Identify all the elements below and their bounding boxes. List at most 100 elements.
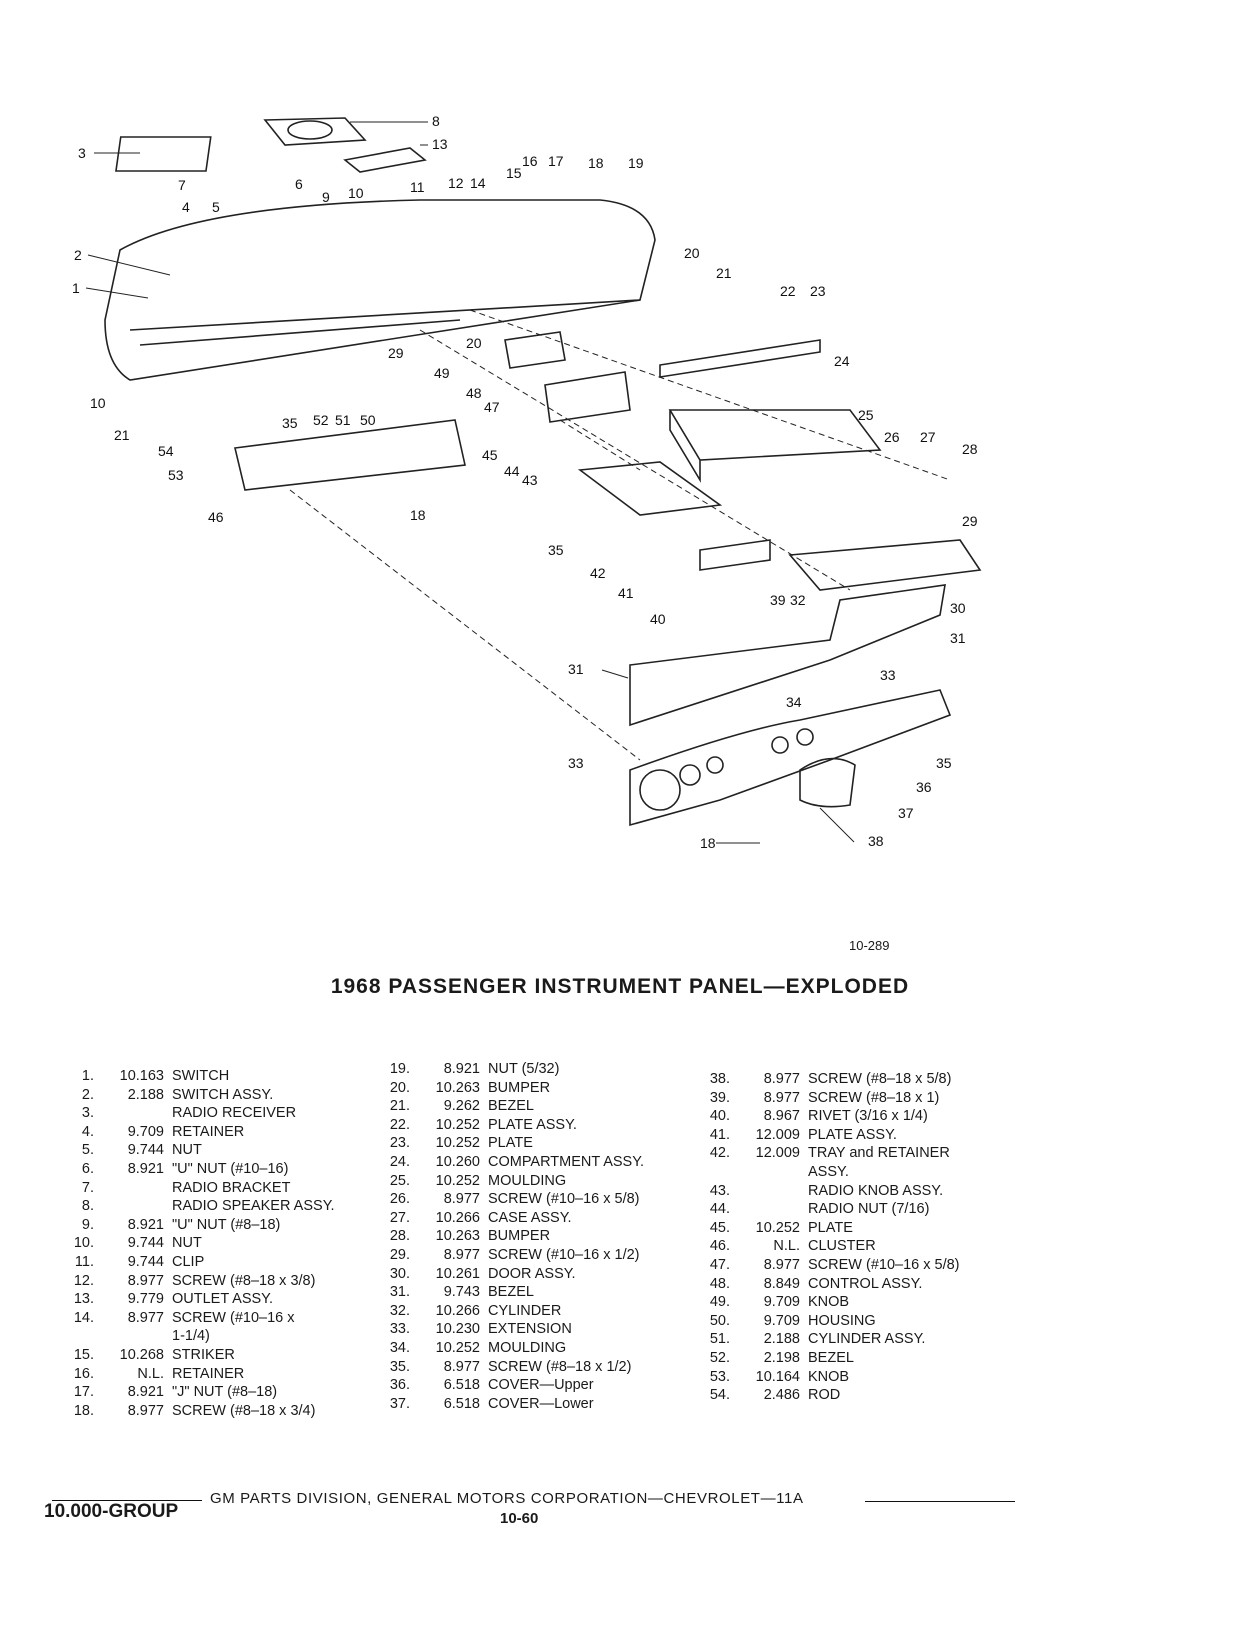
svg-text:23: 23 — [810, 283, 826, 299]
svg-text:42: 42 — [590, 565, 606, 581]
compartment — [668, 409, 882, 483]
door-assy — [788, 539, 982, 591]
svg-text:54: 54 — [158, 443, 174, 459]
svg-text:4: 4 — [182, 199, 190, 215]
svg-text:50: 50 — [360, 412, 376, 428]
svg-text:30: 30 — [950, 600, 966, 616]
footer-text: GM PARTS DIVISION, GENERAL MOTORS CORPOR… — [210, 1490, 804, 1507]
svg-text:48: 48 — [466, 385, 482, 401]
svg-text:21: 21 — [114, 427, 130, 443]
svg-text:16: 16 — [522, 153, 538, 169]
svg-text:53: 53 — [168, 467, 184, 483]
parts-row: 43.RADIO KNOB ASSY. — [709, 1182, 944, 1199]
svg-text:32: 32 — [790, 592, 806, 608]
svg-text:26: 26 — [884, 429, 900, 445]
parts-row: 6.8.921"U" NUT (#10–16) — [81, 1160, 289, 1177]
svg-text:28: 28 — [962, 441, 978, 457]
svg-text:25: 25 — [858, 407, 874, 423]
svg-text:1: 1 — [72, 280, 80, 296]
svg-text:8: 8 — [432, 113, 440, 129]
dash-pad — [104, 199, 656, 381]
parts-row: 44.RADIO NUT (7/16) — [709, 1201, 930, 1218]
svg-text:12: 12 — [448, 175, 464, 191]
svg-text:45: 45 — [482, 447, 498, 463]
svg-text:22: 22 — [780, 283, 796, 299]
svg-text:21: 21 — [716, 265, 732, 281]
svg-text:20: 20 — [684, 245, 700, 261]
svg-text:9: 9 — [322, 189, 330, 205]
parts-row: 7.RADIO BRACKET — [81, 1179, 291, 1196]
svg-text:3: 3 — [78, 145, 86, 161]
svg-text:27: 27 — [920, 429, 936, 445]
svg-text:29: 29 — [388, 345, 404, 361]
svg-text:33: 33 — [880, 667, 896, 683]
svg-text:38: 38 — [868, 833, 884, 849]
svg-text:10: 10 — [90, 395, 106, 411]
svg-text:13: 13 — [432, 136, 448, 152]
svg-text:51: 51 — [335, 412, 351, 428]
svg-text:31: 31 — [950, 630, 966, 646]
svg-text:15: 15 — [506, 165, 522, 181]
svg-text:37: 37 — [898, 805, 914, 821]
svg-text:49: 49 — [434, 365, 450, 381]
parts-row: ASSY. — [808, 1163, 849, 1180]
outlet-assy — [343, 147, 427, 173]
svg-text:17: 17 — [548, 153, 564, 169]
svg-text:10: 10 — [348, 185, 364, 201]
svg-text:35: 35 — [282, 415, 298, 431]
group-label: 10.000-GROUP — [44, 1501, 179, 1522]
svg-text:20: 20 — [466, 335, 482, 351]
svg-text:14: 14 — [470, 175, 486, 191]
parts-row: 3.RADIO RECEIVER — [81, 1105, 297, 1122]
page-number: 10-60 — [500, 1510, 539, 1527]
cluster-bezel — [234, 419, 466, 491]
radio-speaker — [263, 117, 367, 146]
svg-text:11: 11 — [410, 179, 425, 195]
figure-code: 10-289 — [849, 938, 890, 953]
footer-rule-left — [52, 1500, 202, 1501]
svg-text:41: 41 — [618, 585, 634, 601]
svg-text:18: 18 — [700, 835, 716, 851]
svg-text:18: 18 — [410, 507, 426, 523]
footer-rule-right — [865, 1501, 1015, 1502]
parts-row: 8.RADIO SPEAKER ASSY. — [81, 1198, 335, 1215]
parts-row: 1-1/4) — [172, 1328, 210, 1345]
parts-row: 9.8.921"U" NUT (#8–18) — [81, 1216, 281, 1233]
svg-text:6: 6 — [295, 176, 303, 192]
svg-text:47: 47 — [484, 399, 500, 415]
